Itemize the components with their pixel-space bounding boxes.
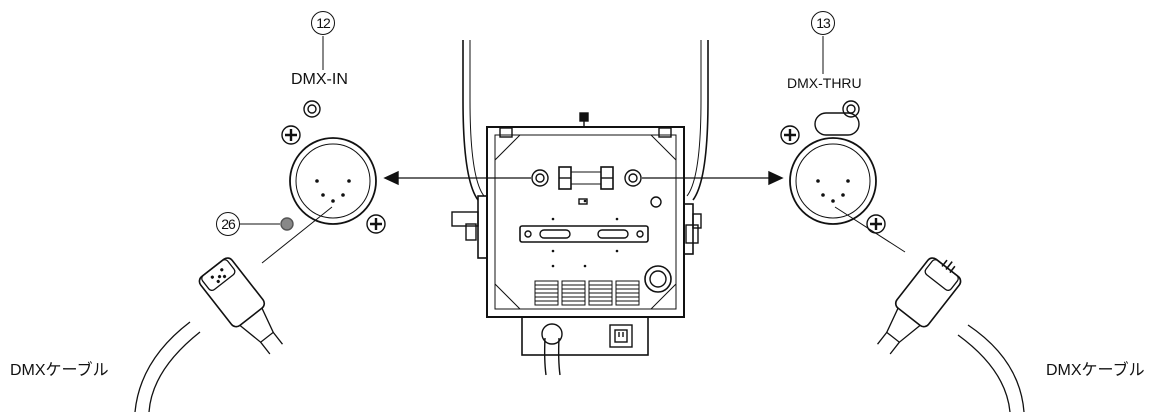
dmx-cable-left <box>134 206 333 413</box>
fixture <box>451 40 709 376</box>
xlr-connector-icon <box>789 137 877 225</box>
cable-label-left: DMXケーブル <box>10 362 109 379</box>
dmx-thru-label: DMX-THRU <box>787 75 862 91</box>
led-icon <box>842 100 860 118</box>
screw-icon <box>281 125 301 145</box>
screw-icon <box>780 125 800 145</box>
cable-label-right: DMXケーブル <box>1046 362 1145 379</box>
vent-grilles <box>534 280 640 306</box>
yoke-arm-right <box>692 40 709 201</box>
screw-icon <box>366 214 386 234</box>
dmx-in-connector <box>281 100 386 234</box>
callout-indicator: 26 <box>216 212 240 236</box>
dmx-thru-connector <box>780 100 886 234</box>
xlr-connector-icon <box>289 137 377 225</box>
callout-dmx-in: 12 <box>311 11 335 35</box>
fixture-dmx-thru-port <box>624 169 642 187</box>
power-box <box>521 316 649 356</box>
led-icon <box>303 100 321 118</box>
screw-icon <box>866 214 886 234</box>
indicator-led <box>240 217 294 231</box>
arrow-icon <box>383 170 784 186</box>
dmx-cable-right <box>834 206 1025 413</box>
dmx-in-label: DMX-IN <box>291 71 348 88</box>
fixture-dmx-in-port <box>531 169 549 187</box>
yoke-arm-left <box>462 40 479 201</box>
top-knob <box>579 112 589 122</box>
callout-dmx-thru: 13 <box>811 11 835 35</box>
